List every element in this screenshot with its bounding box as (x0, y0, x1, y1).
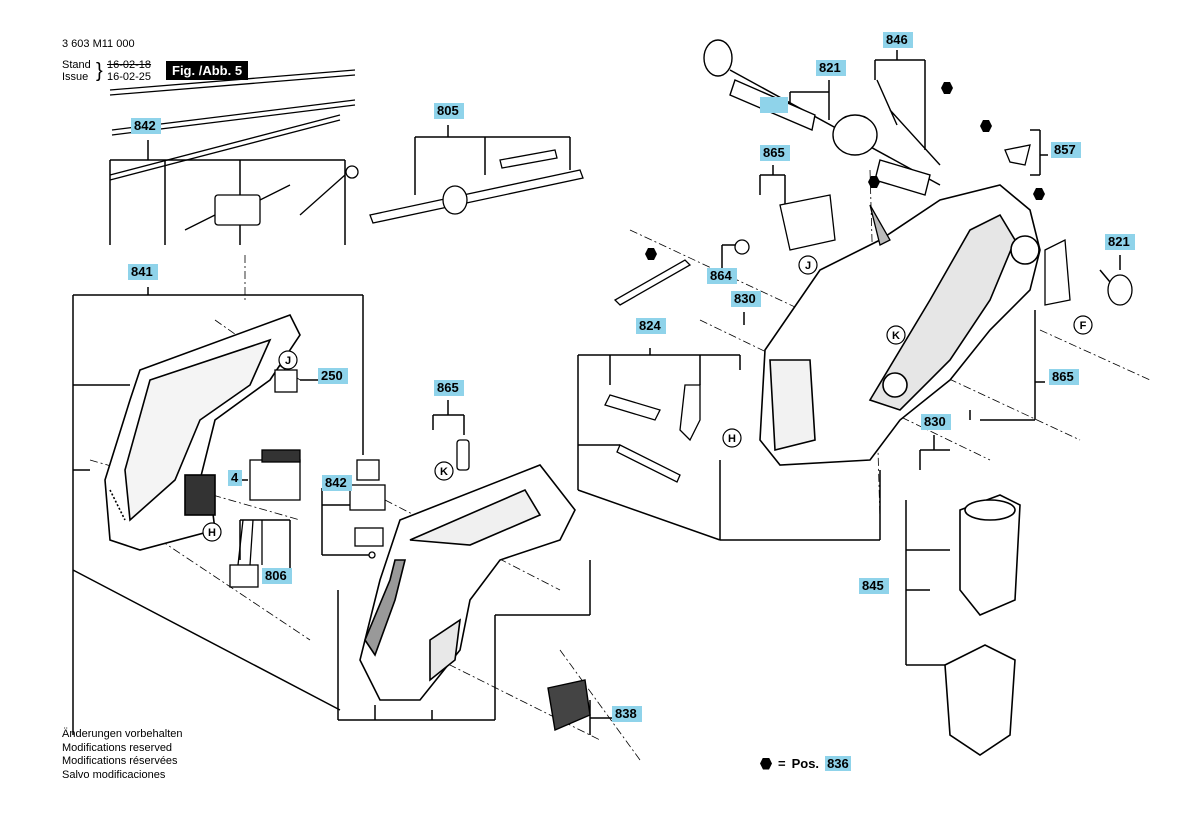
stand-label: Stand (62, 59, 91, 71)
hex-markers (645, 82, 1045, 260)
part-label-bg (1105, 234, 1135, 250)
part-number-838: 838 (615, 706, 637, 721)
part-label-bg (131, 118, 161, 134)
part-label-bg (612, 706, 642, 722)
part-number-841: 841 (131, 264, 153, 279)
part-number-842: 842 (134, 118, 156, 133)
stand-date: 16-02-18 (107, 59, 152, 71)
legend-pos: Pos. (791, 756, 820, 771)
part-label-bg (883, 32, 913, 48)
part-number-806: 806 (265, 568, 287, 583)
part-label-bg (731, 291, 761, 307)
callout-letter: F (1080, 320, 1087, 332)
figure-label: Fig. /Abb. 5 (166, 61, 249, 80)
part-label-bg (636, 318, 666, 334)
part-number-821: 821 (819, 60, 841, 75)
callout-circle (1073, 315, 1093, 335)
part-label-bg (434, 103, 464, 119)
part-number-250: 250 (321, 368, 343, 383)
part-label-bg (434, 380, 464, 396)
callout-letter: K (440, 466, 448, 478)
brace: } (96, 60, 103, 82)
part-number-846: 846 (886, 32, 908, 47)
legend: = Pos. 836 (760, 756, 851, 771)
part-label-bg (859, 578, 889, 594)
doc-number: 3 603 M11 000 (62, 38, 135, 50)
part-label-bg (228, 470, 242, 486)
part-number-4: 4 (231, 470, 239, 485)
part-number-830: 830 (734, 291, 756, 306)
part-number-821: 821 (1108, 234, 1130, 249)
part-label-bg (262, 568, 292, 584)
part-label-bg (1049, 369, 1079, 385)
part-number-824: 824 (639, 318, 661, 333)
callout-letter: J (285, 355, 291, 367)
issue-date: 16-02-25 (107, 71, 152, 83)
part-number-805: 805 (437, 103, 459, 118)
legend-value: 836 (825, 756, 851, 771)
callout-circle (434, 461, 454, 481)
part-number-842: 842 (325, 475, 347, 490)
part-label-bg (707, 268, 737, 284)
part-label-bg (322, 475, 352, 491)
issue-label: Issue (62, 71, 89, 83)
notes-block: Änderungen vorbehalten Modifications res… (62, 728, 182, 782)
note-fr: Modifications réservées (62, 755, 178, 767)
part-label-bg (816, 60, 846, 76)
part-label-bg (318, 368, 348, 384)
callout-circle (278, 350, 298, 370)
callout-circle (886, 325, 906, 345)
note-de: Änderungen vorbehalten (62, 728, 183, 740)
part-number-830: 830 (924, 414, 946, 429)
part-label-bg (760, 145, 790, 161)
part-number-865: 865 (1052, 369, 1074, 384)
part-number-865: 865 (763, 145, 785, 160)
note-es: Salvo modificaciones (62, 768, 166, 781)
callout-circle (798, 255, 818, 275)
hexagon-icon (760, 757, 772, 770)
part-label-bg (921, 414, 951, 430)
part-number-865: 865 (437, 380, 459, 395)
legend-equals: = (778, 756, 786, 771)
part-number-864: 864 (710, 268, 732, 283)
callout-letter: K (892, 330, 900, 342)
callout-circle (202, 522, 222, 542)
part-number-857: 857 (1054, 142, 1076, 157)
part-label-bg (128, 264, 158, 280)
part-number-845: 845 (862, 578, 884, 593)
callout-letter: J (805, 260, 811, 272)
part-label-bg (1051, 142, 1081, 158)
callout-letter: H (208, 527, 216, 539)
note-en: Modifications reserved (62, 741, 173, 754)
callout-circle (722, 428, 742, 448)
callout-letter: H (728, 433, 736, 445)
